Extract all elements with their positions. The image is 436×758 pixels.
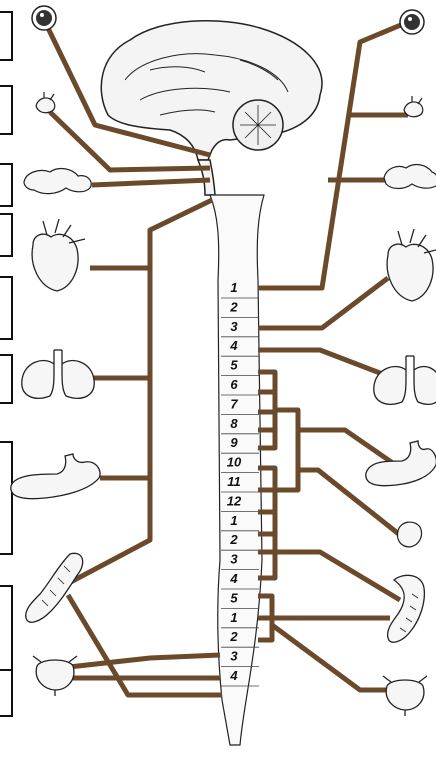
segment-thoracic-10: 10 [227,455,242,470]
segment-thoracic-12: 12 [227,493,242,508]
pancreas-icon [398,522,422,547]
segment-thoracic-9: 9 [230,435,238,450]
nerve-bladder-right [272,625,390,690]
segment-lumbar-1: 1 [230,513,237,528]
segment-cervical-1: 1 [230,280,237,295]
lungs-icon [374,356,436,404]
segment-sacral-1: 1 [230,610,237,625]
segment-sacral-2: 2 [229,629,238,644]
bladder-icon [383,676,427,716]
segment-thoracic-11: 11 [227,474,241,489]
eye-icon [400,10,424,34]
label-box [0,277,12,339]
segment-lumbar-4: 4 [229,571,238,586]
segment-cervical-7: 7 [230,396,238,411]
segment-dividers [221,298,259,686]
nerve-intestine-right [275,552,400,600]
segment-sacral-4: 4 [229,668,238,683]
lacrimal-gland-icon [384,165,436,189]
segment-lumbar-5: 5 [230,590,238,605]
label-box [0,214,12,256]
bladder-icon [33,656,77,696]
label-boxes-left [0,12,12,716]
intestine-icon [388,575,425,642]
nerve-bladder-sacral-1 [60,655,220,668]
salivary-gland-icon [36,92,55,113]
segment-sacral-3: 3 [230,649,238,664]
heart-icon [32,219,85,291]
lacrimal-gland-icon [24,169,91,194]
segment-lumbar-2: 2 [229,532,238,547]
segment-lumbar-3: 3 [230,552,238,567]
segment-cervical-2: 2 [229,299,238,314]
stomach-icon [366,441,436,486]
label-box [0,586,12,670]
intestine-icon [26,553,83,622]
heart-icon [387,229,436,301]
lungs-icon [22,350,94,398]
segment-cervical-6: 6 [230,377,238,392]
nerve-chain-lumbar [258,596,272,640]
label-box [0,12,12,60]
label-box [0,164,12,206]
nerve-lacrimal-left [92,180,210,185]
eye-icon [32,6,56,30]
label-box [0,355,12,403]
salivary-gland-icon [404,96,423,117]
segment-cervical-3: 3 [230,319,238,334]
label-box [0,670,12,716]
label-box [0,86,12,134]
segment-cervical-8: 8 [230,416,238,431]
segment-cervical-5: 5 [230,358,238,373]
segment-cervical-4: 4 [229,338,238,353]
label-box [0,442,12,554]
stomach-icon [11,454,100,499]
